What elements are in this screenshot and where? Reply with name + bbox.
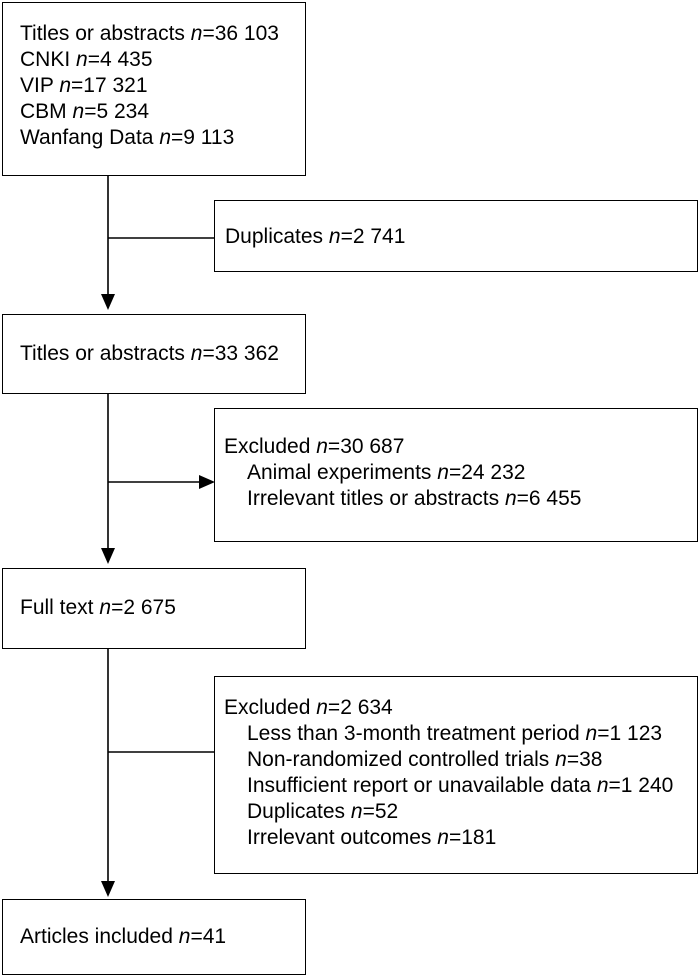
flow-line: Animal experiments n=24 232: [247, 461, 526, 484]
full-text-box: Full text n=2 675: [2, 568, 306, 649]
flow-line: Titles or abstracts n=33 362: [20, 342, 279, 365]
flow-line: Irrelevant titles or abstracts n=6 455: [247, 487, 582, 510]
arrowhead-right-excluded: [199, 475, 215, 489]
flow-line: CBM n=5 234: [20, 100, 150, 123]
screening-excluded-box: Excluded n=30 687 Animal experiments n=2…: [214, 408, 698, 542]
flow-line: Excluded n=30 687: [224, 435, 405, 458]
arrowhead-down-fulltext: [101, 548, 115, 564]
flow-line: Duplicates n=2 741: [225, 225, 406, 248]
full-text-excluded-box: Excluded n=2 634 Less than 3-month treat…: [214, 676, 698, 874]
flow-line: Excluded n=2 634: [224, 696, 393, 719]
records-identified-box: Titles or abstracts n=36 103 CNKI n=4 43…: [2, 2, 306, 176]
flow-line: Insufficient report or unavailable data …: [247, 774, 674, 797]
flow-line: Wanfang Data n=9 113: [20, 126, 235, 149]
flow-line: VIP n=17 321: [20, 74, 148, 97]
arrowhead-down-included: [101, 881, 115, 897]
flow-line: Full text n=2 675: [20, 596, 176, 619]
arrowhead-down-screened: [101, 294, 115, 310]
flow-line: Articles included n=41: [20, 925, 227, 948]
duplicates-box: Duplicates n=2 741: [214, 200, 698, 272]
records-screened-box: Titles or abstracts n=33 362: [2, 314, 306, 394]
flow-line: CNKI n=4 435: [20, 48, 153, 71]
flow-line: Titles or abstracts n=36 103: [20, 22, 279, 45]
flow-line: Duplicates n=52: [247, 800, 399, 823]
flow-line: Less than 3-month treatment period n=1 1…: [247, 722, 663, 745]
flow-line: Non-randomized controlled trials n=38: [247, 748, 603, 771]
included-box: Articles included n=41: [2, 899, 306, 975]
flow-line: Irrelevant outcomes n=181: [247, 826, 497, 849]
